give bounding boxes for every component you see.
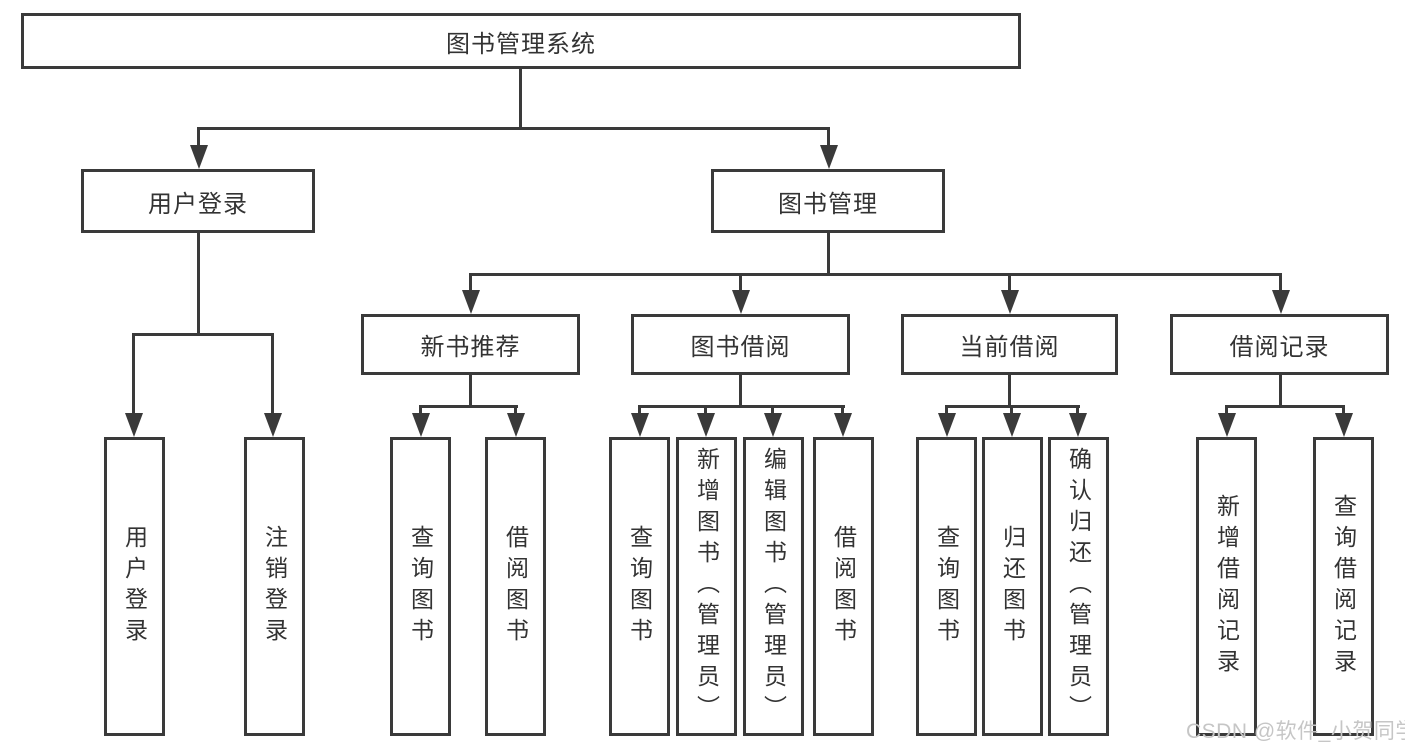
csdn-watermark: CSDN @软件_小贺同学 [1186,720,1405,743]
connector-line [638,405,845,408]
leaf-user-login: 用户登录 [104,437,165,736]
connector-line [469,375,472,408]
connector-line [945,405,1080,408]
node-label: 新增图书（管理员） [693,447,720,726]
arrow-down-icon [1217,408,1236,437]
arrow-down-icon [461,276,480,314]
arrow-down-icon [630,408,649,437]
arrow-down-icon [506,408,525,437]
arrow-down-icon [937,408,956,437]
node-label: 新书推荐 [420,334,521,361]
leaf-query-borrow-record: 查询借阅记录 [1313,437,1374,736]
arrow-down-icon [696,408,715,437]
node-label: 图书管理 [778,190,878,218]
leaf-confirm-return-admin: 确认归还（管理员） [1048,437,1109,736]
node-new-book-recommendation: 新书推荐 [361,314,580,375]
node-label: 新增借阅记录 [1213,493,1240,680]
node-label: 查询图书 [626,524,653,649]
node-label: 用户登录 [121,524,148,649]
node-label: 确认归还（管理员） [1065,447,1092,726]
node-label: 当前借阅 [959,334,1060,361]
arrow-down-icon [819,130,838,169]
node-label: 编辑图书（管理员） [760,447,787,726]
connector-line [197,127,830,130]
connector-line [1225,405,1345,408]
node-label: 借阅记录 [1229,334,1330,361]
leaf-edit-books-admin: 编辑图书（管理员） [743,437,804,736]
connector-line [519,69,522,130]
connector-line [739,375,742,408]
arrow-down-icon [263,336,282,437]
node-label: 借阅图书 [830,524,857,649]
node-label: 借阅图书 [502,524,529,649]
leaf-add-books-admin: 新增图书（管理员） [676,437,737,736]
connector-line [132,333,274,336]
connector-line [827,233,830,276]
node-label: 图书管理系统 [446,30,596,58]
arrow-down-icon [833,408,852,437]
node-label: 图书借阅 [690,334,791,361]
leaf-query-books-borrow: 查询图书 [609,437,670,736]
connector-line [419,405,518,408]
arrow-down-icon [411,408,430,437]
arrow-down-icon [1002,408,1021,437]
leaf-add-borrow-record: 新增借阅记录 [1196,437,1257,736]
leaf-logout: 注销登录 [244,437,305,736]
node-library-system: 图书管理系统 [21,13,1021,69]
node-book-borrowing: 图书借阅 [631,314,850,375]
node-label: 查询图书 [933,524,960,649]
arrow-down-icon [1271,276,1290,314]
node-label: 归还图书 [999,524,1026,649]
connector-line [469,273,1282,276]
arrow-down-icon [189,130,208,169]
node-book-management: 图书管理 [711,169,945,233]
node-label: 查询借阅记录 [1330,493,1357,680]
leaf-borrow-books-borrow: 借阅图书 [813,437,874,736]
arrow-down-icon [124,336,143,437]
arrow-down-icon [731,276,750,314]
node-label: 用户登录 [148,190,248,218]
arrow-down-icon [1000,276,1019,314]
node-label: 注销登录 [261,524,288,649]
leaf-borrow-books-recommend: 借阅图书 [485,437,546,736]
connector-line [1279,375,1282,408]
arrow-down-icon [1334,408,1353,437]
node-current-borrowing: 当前借阅 [901,314,1118,375]
node-label: 查询图书 [407,524,434,649]
leaf-query-books-recommend: 查询图书 [390,437,451,736]
arrow-down-icon [1068,408,1087,437]
node-borrowing-records: 借阅记录 [1170,314,1389,375]
connector-line [1008,375,1011,408]
leaf-return-books: 归还图书 [982,437,1043,736]
arrow-down-icon [763,408,782,437]
connector-line [197,233,200,336]
node-user-login: 用户登录 [81,169,315,233]
leaf-query-books-current: 查询图书 [916,437,977,736]
